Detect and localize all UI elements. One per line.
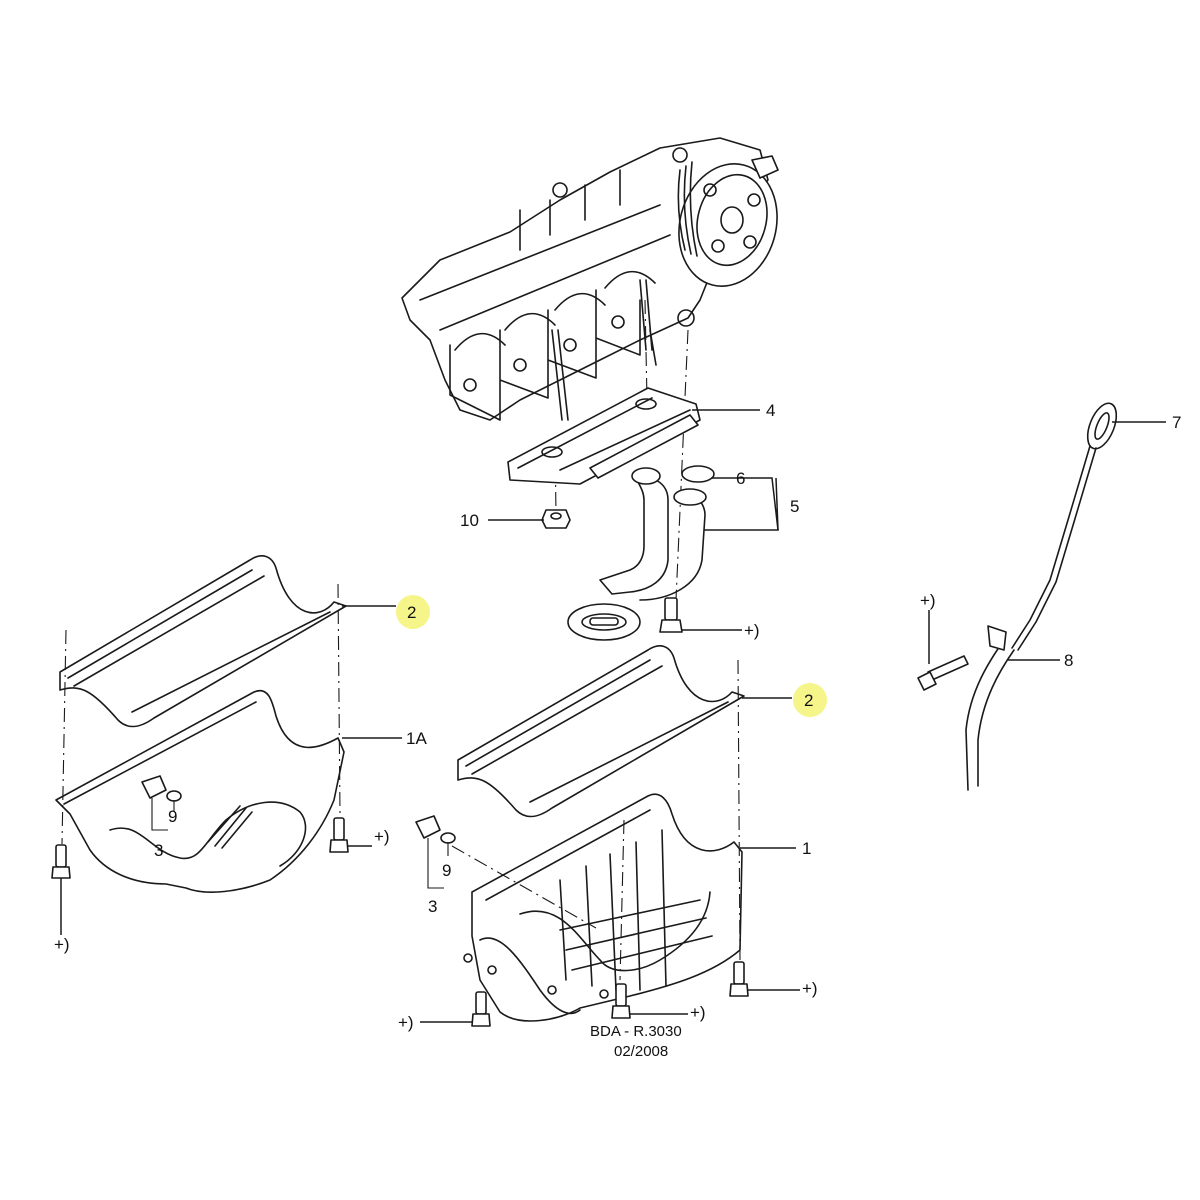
- callout-8: 8: [1064, 651, 1073, 670]
- callout-3-left: 3: [154, 841, 163, 860]
- right-pan-left-bolt: [471, 991, 491, 1027]
- callout-7: 7: [1172, 413, 1181, 432]
- callout-1a: 1A: [406, 729, 427, 748]
- callout-2-right: 2: [804, 691, 813, 710]
- dipstick: [1011, 402, 1118, 651]
- bolt-mark-left-pan-bottom: +): [54, 935, 70, 954]
- highlight-left-2: [396, 595, 430, 629]
- callout-9-left: 9: [168, 807, 177, 826]
- nut-10: [541, 509, 571, 529]
- callout-1: 1: [802, 839, 811, 858]
- highlight-right-2: [793, 683, 827, 717]
- bolt-mark-right-pan-left: +): [398, 1013, 414, 1032]
- engine-block: [401, 137, 779, 421]
- dipstick-guide-tube: [965, 625, 1015, 791]
- gasket-right: [457, 645, 745, 818]
- gasket-left: [59, 555, 347, 728]
- windage-tray: [507, 387, 701, 485]
- bolt-mark-pickup: +): [744, 621, 760, 640]
- callout-10: 10: [460, 511, 479, 530]
- oil-pan-right: [463, 793, 743, 1022]
- left-pan-side-bolt: [329, 817, 349, 853]
- left-pan-bottom-bolt: [51, 844, 71, 879]
- reference-date: 02/2008: [614, 1043, 668, 1060]
- o-ring-lower: [631, 467, 661, 485]
- dipstick-bolt: [917, 655, 969, 691]
- callout-9-right: 9: [442, 861, 451, 880]
- pickup-bolt: [659, 597, 683, 633]
- oil-pickup-tube: [567, 476, 707, 641]
- oil-pan-left: [55, 689, 345, 893]
- drain-plug-right: [415, 815, 456, 889]
- bolt-mark-dipstick: +): [920, 591, 936, 610]
- callout-4: 4: [766, 401, 775, 420]
- o-ring-upper: [681, 465, 715, 483]
- reference-code: BDA - R.3030: [590, 1023, 682, 1040]
- right-pan-bottom-bolt: [611, 983, 631, 1019]
- callout-3-right: 3: [428, 897, 437, 916]
- callout-2-left: 2: [407, 603, 416, 622]
- bolt-mark-left-pan-right: +): [374, 827, 390, 846]
- callout-5: 5: [790, 497, 799, 516]
- right-pan-side-bolt: [729, 961, 749, 997]
- drain-plug-left: [141, 775, 182, 831]
- bolt-mark-right-pan-side: +): [802, 979, 818, 998]
- bolt-mark-right-pan-bottom: +): [690, 1003, 706, 1022]
- callout-6: 6: [736, 469, 745, 488]
